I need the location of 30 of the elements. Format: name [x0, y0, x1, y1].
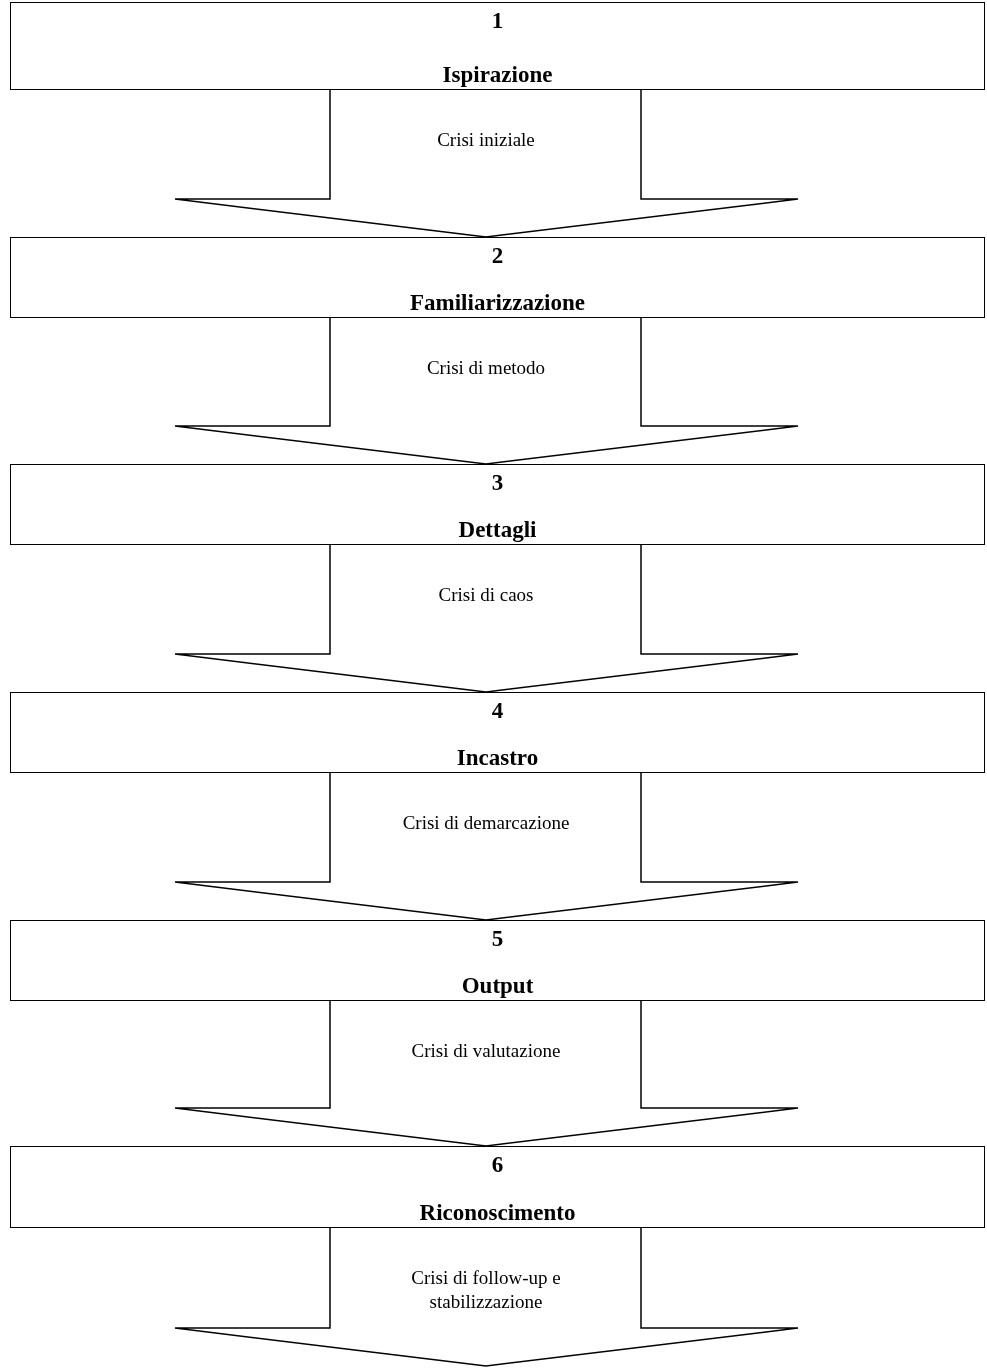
step-number: 3: [491, 469, 504, 497]
step-title: Riconoscimento: [419, 1199, 576, 1227]
block-arrow: [174, 772, 799, 921]
edge-label: Crisi di demarcazione: [401, 811, 571, 835]
block-arrow: [174, 544, 799, 693]
edge-label: Crisi di caos: [437, 583, 535, 607]
step-title: Output: [461, 972, 534, 1000]
step-number: 5: [491, 925, 504, 953]
block-arrow: [174, 317, 799, 465]
edge-label: Crisi di valutazione: [410, 1039, 562, 1063]
process-box: [10, 1146, 985, 1228]
process-box: [10, 920, 985, 1001]
step-title: Incastro: [456, 744, 539, 772]
process-box: [10, 237, 985, 318]
block-arrow: [174, 1000, 799, 1147]
block-arrow: [174, 1227, 799, 1367]
step-number: 4: [491, 697, 504, 725]
edge-label: Crisi di follow-up e stabilizzazione: [410, 1266, 562, 1314]
step-title: Familiarizzazione: [410, 289, 585, 317]
step-title: Dettagli: [458, 516, 537, 544]
step-number: 6: [491, 1151, 504, 1179]
step-number: 2: [491, 242, 504, 270]
edge-label: Crisi di metodo: [425, 356, 547, 380]
step-title: Ispirazione: [442, 61, 553, 89]
block-arrow: [174, 89, 799, 238]
step-number: 1: [491, 7, 504, 35]
process-box: [10, 464, 985, 545]
edge-label: Crisi iniziale: [436, 128, 536, 152]
process-box: [10, 2, 985, 90]
process-box: [10, 692, 985, 773]
